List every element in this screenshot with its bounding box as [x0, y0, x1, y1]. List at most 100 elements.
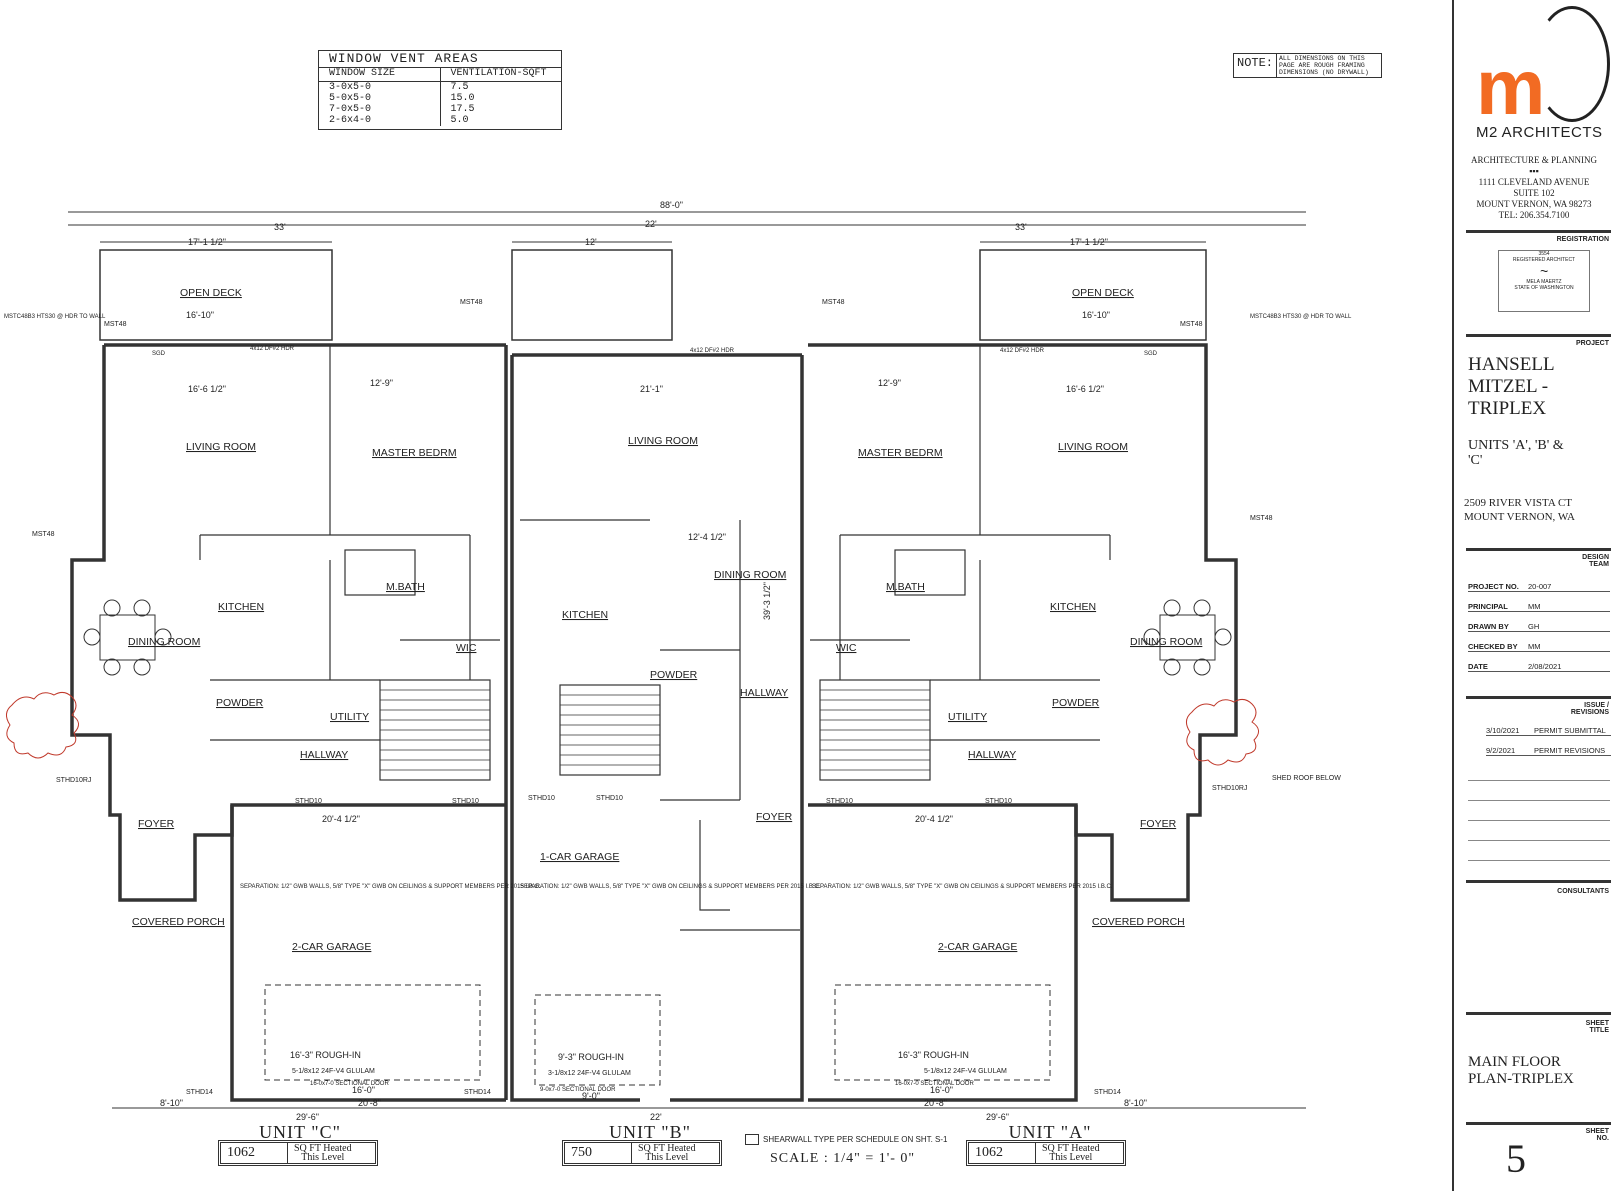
kv-key: PROJECT NO.	[1468, 582, 1519, 591]
revision-blank	[1468, 860, 1610, 861]
dim-deck-a: 17'-1 1/2"	[1070, 237, 1108, 247]
garage-note-c: SEPARATION: 1/2" GWB WALLS, 5/8" TYPE "X…	[240, 884, 541, 890]
door-a: 16-0x7-0 SECTIONAL DOOR	[895, 1081, 974, 1087]
vent-size: 2-6x4-0	[319, 115, 441, 126]
dim-mb-a: 12'-9"	[878, 378, 901, 388]
room-utility-c: UTILITY	[330, 711, 369, 723]
vent-sqft: 15.0	[450, 93, 475, 104]
kv-value: 2/08/2021	[1528, 662, 1562, 671]
tag-sthd-a2: STHD10	[985, 798, 1012, 805]
unit-a-label: UNIT "A"	[1008, 1122, 1092, 1142]
dim-bottom-c2: 20'-8"	[358, 1098, 381, 1108]
tag-mst-c: MST48	[104, 321, 127, 328]
room-garage-c: 2-CAR GARAGE	[292, 941, 371, 953]
vent-sqft: 5.0	[450, 115, 469, 126]
title-block: m M2 ARCHITECTS ARCHITECTURE & PLANNING …	[1452, 0, 1611, 1191]
revision-text: PERMIT SUBMITTAL	[1534, 726, 1606, 735]
dim-deck-inner-a: 16'-10"	[1082, 310, 1110, 320]
kv-principal: PRINCIPAL MM	[1468, 602, 1610, 612]
tag-hdr-b: 4x12 DF#2 HDR	[690, 348, 735, 354]
dim-bottom-c1: 8'-10"	[160, 1098, 183, 1108]
kv-value: 20-007	[1528, 582, 1552, 591]
room-hallway-c: HALLWAY	[300, 749, 348, 761]
vent-col-size: WINDOW SIZE	[319, 68, 441, 81]
project-units: UNITS 'A', 'B' & 'C'	[1468, 438, 1564, 468]
room-kitchen-a: KITCHEN	[1050, 601, 1096, 613]
seal-state: STATE OF WASHINGTON	[1514, 285, 1574, 291]
room-powder-b: POWDER	[650, 669, 698, 681]
room-wic-c: WIC	[456, 642, 477, 654]
project-line3: TRIPLEX	[1468, 398, 1547, 419]
dim-bottom-c: 29'-6"	[296, 1112, 319, 1122]
tag-sthd14-b: STHD14	[464, 1089, 491, 1096]
room-powder-c: POWDER	[216, 697, 264, 709]
tag-mst-b1: MST48	[460, 299, 483, 306]
room-hallway-a: HALLWAY	[968, 749, 1016, 761]
firm-tagline: ARCHITECTURE & PLANNING	[1471, 155, 1597, 165]
dim-garage-c: 16'-0"	[352, 1085, 375, 1095]
tag-hdr-c: 4x12 DF#2 HDR	[250, 346, 295, 352]
firm-address1: 1111 CLEVELAND AVENUE	[1478, 177, 1590, 187]
door-c: 16-0x7-0 SECTIONAL DOOR	[310, 1081, 389, 1087]
room-kitchen-c: KITCHEN	[218, 601, 264, 613]
tag-sthd-b1: STHD10	[528, 795, 555, 802]
vent-sqft: 7.5	[450, 82, 469, 93]
room-foyer-b: FOYER	[756, 811, 793, 823]
section-divider	[1466, 230, 1611, 233]
dim-living-a: 16'-6 1/2"	[1066, 384, 1104, 394]
shearwall-symbol	[745, 1134, 759, 1145]
signature-icon: ~	[1539, 263, 1549, 279]
firm-divider: ▪▪▪	[1529, 166, 1539, 176]
seal-top: REGISTERED ARCHITECT	[1512, 257, 1576, 263]
project-label: PROJECT	[1575, 340, 1609, 347]
dim-living-c: 16'-6 1/2"	[188, 384, 226, 394]
sheet-title2: PLAN-TRIPLEX	[1468, 1071, 1574, 1087]
section-divider	[1466, 1012, 1611, 1015]
garage-note-b: SEPARATION: 1/2" GWB WALLS, 5/8" TYPE "X…	[520, 884, 821, 890]
kv-key: PRINCIPAL	[1468, 602, 1508, 611]
tag-mstc-c: MSTC48B3 HTS30 @ HDR TO WALL	[4, 314, 106, 320]
vent-sqft: 17.5	[450, 104, 475, 115]
room-living-b: LIVING ROOM	[628, 435, 698, 447]
sqft-text-1: SQ FT Heated	[1042, 1143, 1100, 1154]
garage-note-a: SEPARATION: 1/2" GWB WALLS, 5/8" TYPE "X…	[812, 884, 1113, 890]
room-foyer-c: FOYER	[138, 818, 175, 830]
dim-bottom-a1: 20'-8"	[924, 1098, 947, 1108]
dim-bottom-a: 29'-6"	[986, 1112, 1009, 1122]
section-divider	[1466, 880, 1611, 883]
room-living-a: LIVING ROOM	[1058, 441, 1128, 453]
dim-dining-b: 12'-4 1/2"	[688, 532, 726, 542]
sqft-text-1: SQ FT Heated	[294, 1143, 352, 1154]
room-open-deck-c: OPEN DECK	[180, 287, 242, 299]
firm-phone: TEL: 206.354.7100	[1498, 210, 1570, 220]
firm-address: ARCHITECTURE & PLANNING ▪▪▪ 1111 CLEVELA…	[1464, 155, 1604, 221]
room-wic-a: WIC	[836, 642, 857, 654]
note-text: ALL DIMENSIONS ON THIS PAGE ARE ROUGH FR…	[1279, 55, 1369, 76]
section-divider	[1466, 334, 1611, 337]
project-line1: HANSELL	[1468, 354, 1555, 375]
vent-row: 2-6x4-0 5.0	[319, 115, 561, 126]
tag-sgd-c: SGD	[152, 351, 166, 357]
kv-key: CHECKED BY	[1468, 642, 1518, 651]
kv-value: MM	[1528, 602, 1541, 611]
issue-label: ISSUE / REVISIONS	[1570, 702, 1609, 716]
floor-plan: 88'-0" 33' 22' 33' 17'-1 1/2" 12' 17'-1 …	[4, 200, 1352, 1122]
sqft-text-2: This Level	[645, 1152, 689, 1163]
dim-unit-a: 33'	[1015, 222, 1027, 232]
section-divider	[1466, 696, 1611, 699]
room-kitchen-b: KITCHEN	[562, 609, 608, 621]
revision-date: 9/2/2021	[1486, 746, 1516, 755]
logo-ring-icon	[1534, 6, 1610, 122]
room-dining-c: DINING ROOM	[128, 636, 200, 648]
room-porch-a: COVERED PORCH	[1092, 916, 1185, 928]
tag-sthd14-a: STHD14	[1094, 1089, 1121, 1096]
room-living-c: LIVING ROOM	[186, 441, 256, 453]
room-open-deck-a: OPEN DECK	[1072, 287, 1134, 299]
kv-value: GH	[1528, 622, 1540, 631]
